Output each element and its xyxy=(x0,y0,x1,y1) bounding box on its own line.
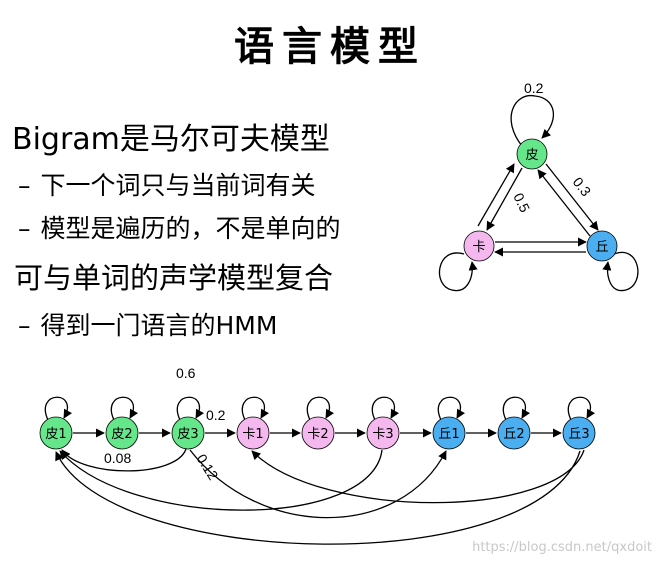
node-pi1 xyxy=(39,416,73,450)
self-loop-ka3 xyxy=(371,396,400,421)
node-qiu2-label: 丘2 xyxy=(503,427,524,442)
self-loop-pi2 xyxy=(110,396,139,421)
label-back-pi1: 0.08 xyxy=(104,450,131,466)
edge-qiu3-back-ka1 xyxy=(251,449,585,504)
label-pi-qiu: 0.3 xyxy=(570,174,595,199)
triangle-diagram: 皮 卡 丘 0.2 0.3 0.5 xyxy=(438,80,639,292)
node-ka xyxy=(463,230,495,262)
node-ka1 xyxy=(236,416,270,450)
chain-diagram: 皮1 皮2 皮3 卡1 卡2 卡3 丘1 丘2 丘3 0.6 0.2 0.08 … xyxy=(39,365,596,545)
node-pi2-label: 皮2 xyxy=(111,427,132,442)
edge-pi-to-ka xyxy=(486,167,523,231)
label-self-pi: 0.2 xyxy=(524,80,544,96)
bullet-dash: – xyxy=(18,214,31,243)
label-pi3-ka1: 0.2 xyxy=(206,407,226,423)
self-loop-ka2 xyxy=(306,396,335,421)
bullet-hmm: –得到一门语言的HMM xyxy=(18,306,277,342)
node-pi3-label: 皮3 xyxy=(177,427,198,442)
node-ka3 xyxy=(366,416,400,450)
edge-pi-to-qiu xyxy=(545,163,599,231)
self-loop-qiu3 xyxy=(567,396,596,421)
node-pi3 xyxy=(171,416,205,450)
edge-qiu-to-pi xyxy=(537,169,591,237)
node-pi1-label: 皮1 xyxy=(45,427,66,442)
self-loop-qiu xyxy=(602,251,639,292)
node-qiu3-label: 丘3 xyxy=(568,427,589,442)
node-pi xyxy=(516,138,548,170)
edge-qiu3-back-pi1 xyxy=(55,450,581,545)
label-pi-ka: 0.5 xyxy=(510,190,533,215)
bullet-text: 可与单词的声学模型复合 xyxy=(14,261,334,295)
bullet-text: 得到一门语言的HMM xyxy=(40,311,278,340)
bullet-next-word: –下一个词只与当前词有关 xyxy=(18,166,316,202)
edge-ka-to-pi xyxy=(477,163,515,227)
self-loop-ka xyxy=(438,252,478,292)
self-loop-pi1 xyxy=(44,396,73,421)
self-loop-ka1 xyxy=(241,396,270,421)
node-ka2 xyxy=(301,416,335,450)
bullet-compose: 可与单词的声学模型复合 xyxy=(14,255,333,297)
self-loop-qiu2 xyxy=(502,396,531,421)
node-qiu1 xyxy=(432,416,466,450)
self-loop-pi3 xyxy=(176,396,205,421)
node-qiu xyxy=(586,230,618,262)
bullet-dash: – xyxy=(18,171,31,200)
self-loop-qiu1 xyxy=(437,396,466,421)
node-ka3-label: 卡3 xyxy=(372,427,393,442)
node-qiu-label: 丘 xyxy=(595,240,608,255)
label-self-pi3: 0.6 xyxy=(176,365,196,381)
edge-pi3-qiu1 xyxy=(189,449,447,519)
node-qiu3 xyxy=(562,416,596,450)
page-title: 语言模型 xyxy=(234,23,426,70)
node-ka2-label: 卡2 xyxy=(307,427,328,442)
bullet-bigram: Bigram是马尔可夫模型 xyxy=(12,114,330,158)
bullet-text: 模型是遍历的，不是单向的 xyxy=(40,214,341,243)
edge-ka3-back-pi1 xyxy=(59,449,383,511)
bullet-text: 下一个词只与当前词有关 xyxy=(40,171,316,200)
edge-pi3-back-pi1 xyxy=(61,448,187,472)
node-qiu2 xyxy=(497,416,531,450)
watermark-url: https://blog.csdn.net/qxdoit xyxy=(472,540,652,555)
self-loop-pi xyxy=(510,95,555,147)
bullet-text: Bigram是马尔可夫模型 xyxy=(12,122,330,157)
bullet-ergodic: –模型是遍历的，不是单向的 xyxy=(18,209,341,245)
node-ka-label: 卡 xyxy=(472,240,485,255)
node-pi2 xyxy=(105,416,139,450)
bullet-dash: – xyxy=(18,311,31,340)
node-ka1-label: 卡1 xyxy=(242,427,263,442)
node-pi-label: 皮 xyxy=(525,148,538,163)
node-qiu1-label: 丘1 xyxy=(438,427,459,442)
